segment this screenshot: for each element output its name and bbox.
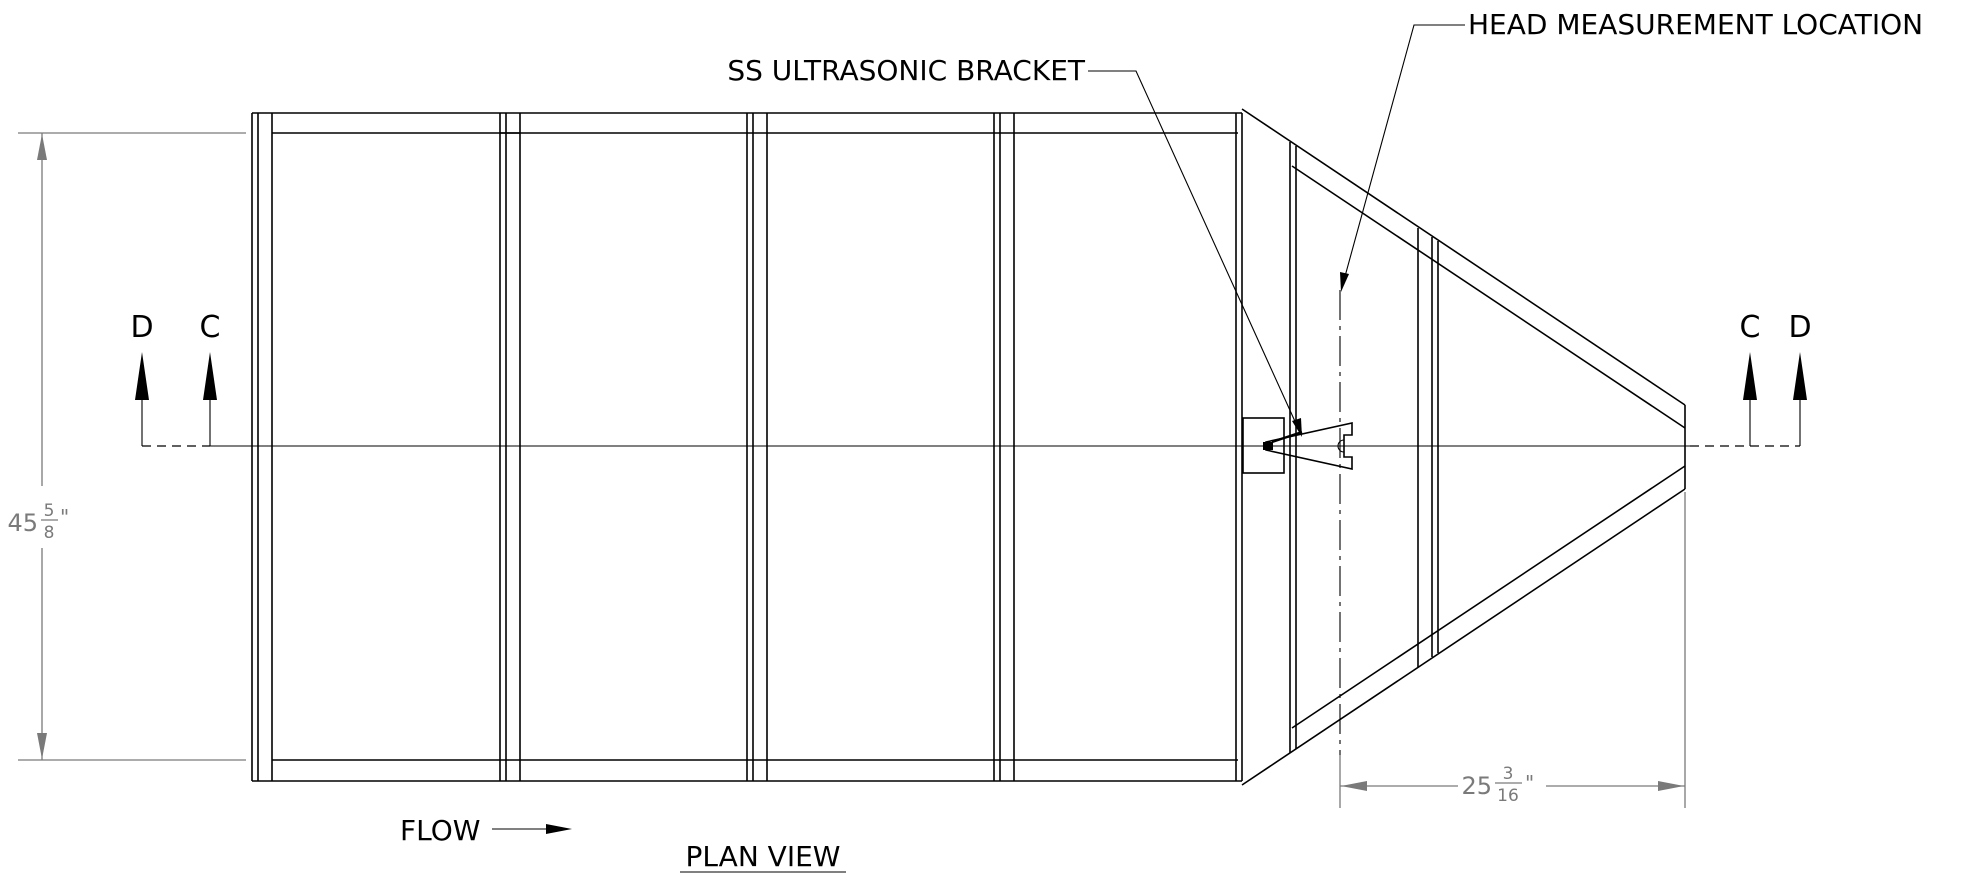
taper-dim-denominator: 16 — [1497, 786, 1519, 806]
flume-body — [251, 112, 1242, 782]
flow-arrow — [492, 824, 572, 834]
taper-dim-unit: " — [1525, 771, 1534, 795]
section-label-d-left: D — [130, 310, 153, 345]
view-title: PLAN VIEW — [686, 840, 841, 873]
head-measurement-label: HEAD MEASUREMENT LOCATION — [1468, 8, 1923, 41]
flume-transition — [1241, 108, 1686, 786]
head-measurement-leader — [1340, 24, 1465, 292]
height-dim-whole: 45 — [7, 509, 38, 537]
height-dimension — [18, 132, 246, 761]
frame-members — [499, 113, 1243, 781]
ultrasonic-bracket — [1242, 417, 1353, 474]
taper-dim-numerator: 3 — [1503, 764, 1514, 784]
section-arrows — [135, 352, 1807, 446]
section-label-c-right: C — [1740, 310, 1761, 345]
taper-dimension-text: 25 3 16 " — [1461, 764, 1534, 806]
height-dimension-text: 45 5 8 " — [7, 501, 69, 543]
height-dim-numerator: 5 — [44, 501, 55, 521]
taper-dim-whole: 25 — [1461, 772, 1492, 800]
height-dim-unit: " — [60, 505, 69, 529]
ultrasonic-bracket-leader — [1088, 70, 1302, 437]
section-label-c-left: C — [200, 310, 221, 345]
section-label-d-right: D — [1788, 310, 1811, 345]
ultrasonic-bracket-label: SS ULTRASONIC BRACKET — [727, 54, 1086, 87]
height-dim-denominator: 8 — [44, 523, 55, 543]
taper-dimension — [1339, 492, 1686, 808]
flow-label: FLOW — [400, 814, 480, 847]
